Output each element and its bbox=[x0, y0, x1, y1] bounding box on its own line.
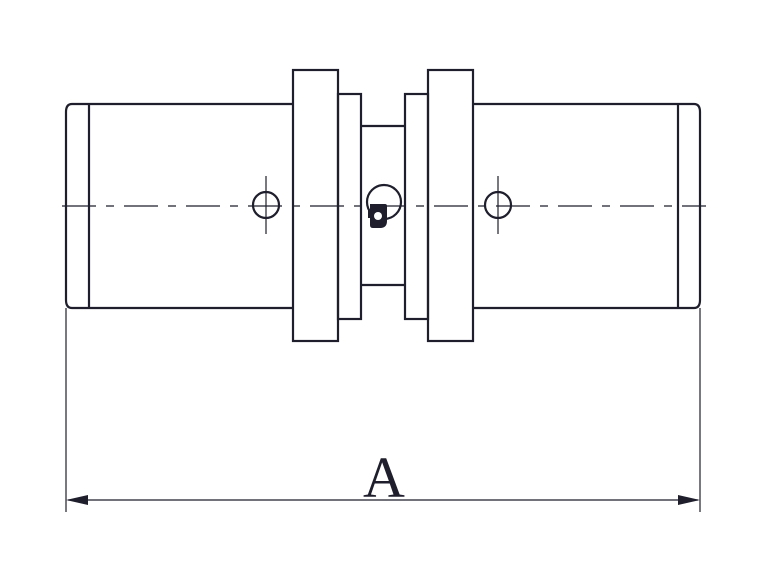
dimension-arrow-right-icon bbox=[678, 495, 700, 505]
dimension-label: A bbox=[363, 445, 405, 510]
center-logo-mark-icon bbox=[365, 183, 403, 228]
right-inspection-hole-icon bbox=[483, 176, 513, 234]
left-inspection-hole-icon bbox=[251, 176, 281, 234]
dimension-arrow-left-icon bbox=[66, 495, 88, 505]
right-outer-flange bbox=[426, 68, 475, 343]
